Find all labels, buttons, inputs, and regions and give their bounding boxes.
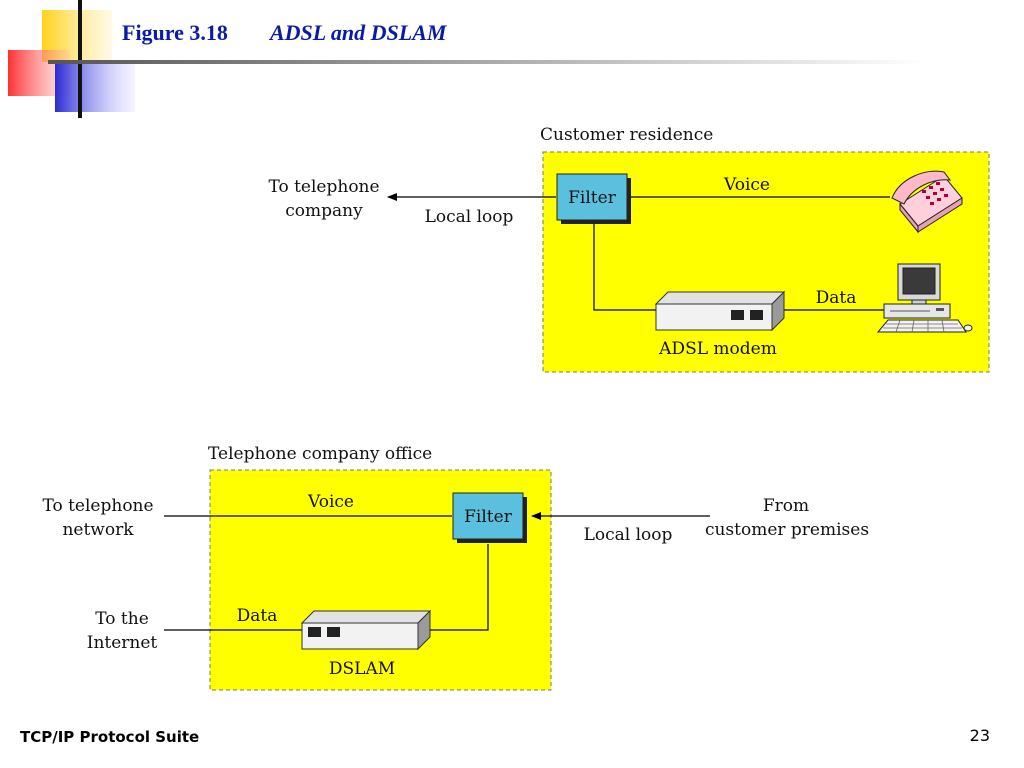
to-telephone-network-line2: network: [62, 520, 134, 540]
customer-voice-label: Voice: [723, 175, 770, 195]
dslam-label: DSLAM: [329, 659, 395, 679]
to-telephone-company-line2: company: [285, 201, 363, 221]
office-filter: Filter: [452, 492, 527, 543]
customer-local-loop-label: Local loop: [425, 207, 514, 227]
adsl-modem: [654, 290, 786, 332]
dslam-device: [300, 609, 432, 651]
header-decoration: [8, 0, 928, 118]
office-filter-label: Filter: [464, 507, 513, 527]
adsl-modem-label: ADSL modem: [658, 339, 777, 359]
to-the-internet-line1: To the: [95, 609, 149, 629]
desktop-computer-icon: [876, 263, 973, 333]
to-telephone-company-line1: To telephone: [268, 177, 379, 197]
office-voice-label: Voice: [307, 492, 354, 512]
customer-filter: Filter: [556, 173, 631, 224]
to-the-internet-line2: Internet: [87, 633, 158, 653]
from-customer-premises-line1: From: [763, 496, 809, 516]
customer-filter-label: Filter: [568, 188, 617, 208]
to-telephone-network-line1: To telephone: [42, 496, 153, 516]
office-local-loop-label: Local loop: [584, 525, 673, 545]
office-region-label: Telephone company office: [208, 444, 432, 464]
office-data-line: [430, 544, 489, 631]
figure-number: Figure 3.18: [122, 20, 228, 45]
page-number: 23: [970, 726, 990, 745]
from-customer-premises-line2: customer premises: [705, 520, 869, 540]
customer-data-line: [593, 224, 656, 311]
office-data-label: Data: [237, 606, 278, 626]
customer-data-label: Data: [816, 288, 857, 308]
footer-title: TCP/IP Protocol Suite: [20, 728, 199, 746]
figure-caption: ADSL and DSLAM: [268, 20, 448, 45]
customer-region-label: Customer residence: [540, 125, 713, 145]
telephone-icon: [891, 170, 963, 234]
